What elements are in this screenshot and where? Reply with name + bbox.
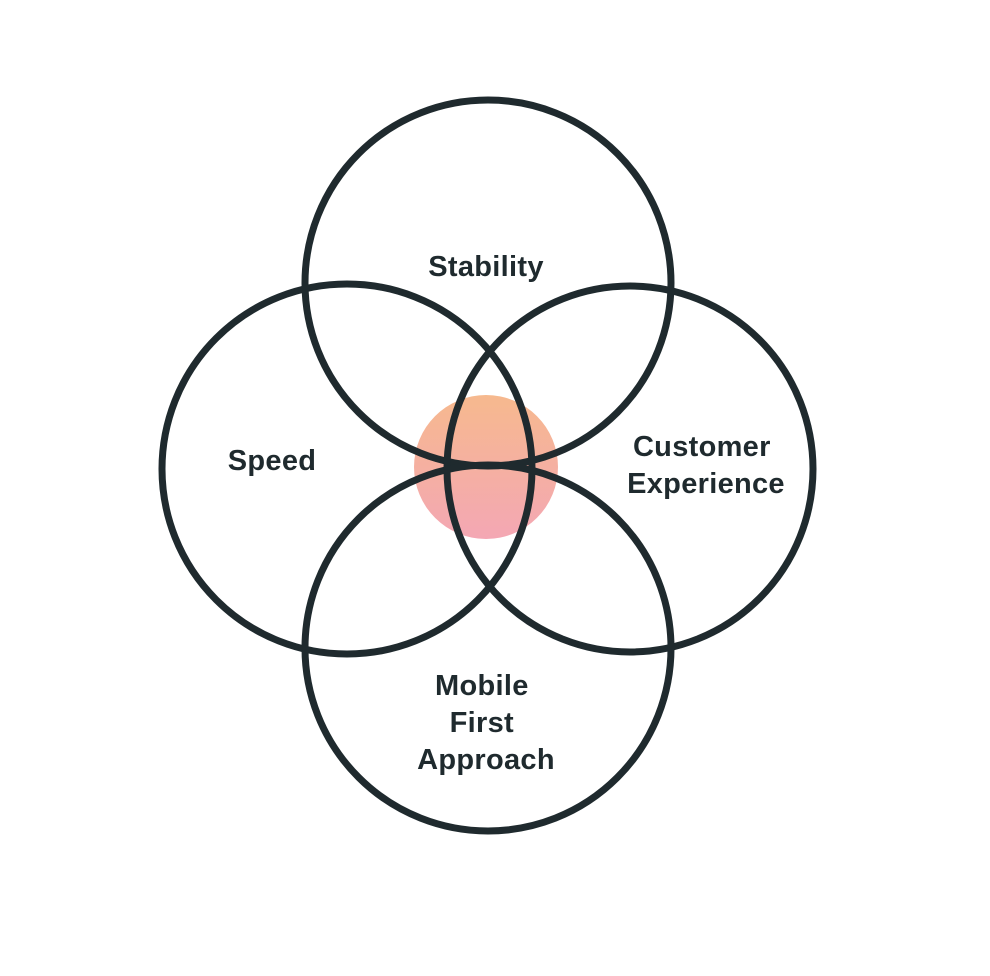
label-customer-experience: Customer Experience [627, 431, 785, 500]
label-speed: Speed [228, 445, 317, 477]
label-stability: Stability [428, 251, 544, 283]
circle-mobile-first-approach [301, 461, 675, 835]
label-mobile-first-approach: Mobile First Approach [417, 670, 555, 776]
